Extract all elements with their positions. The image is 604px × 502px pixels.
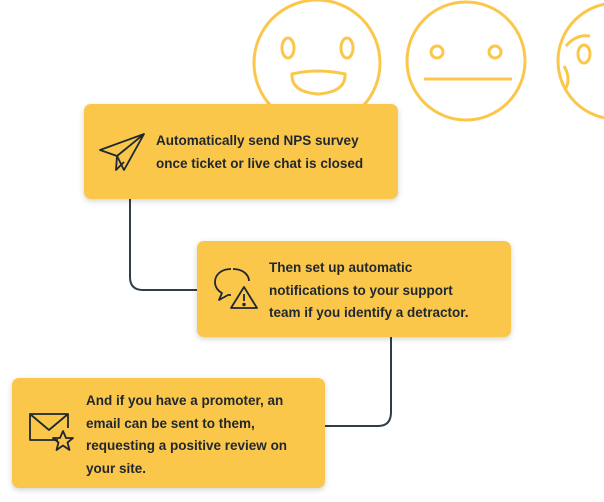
neutral-face-icon [405,0,527,122]
step-1-text: Automatically send NPS survey once ticke… [156,130,394,175]
paper-plane-icon [98,130,146,174]
step-card-3: And if you have a promoter, an email can… [12,378,325,488]
step-3-text: And if you have a promoter, an email can… [86,390,318,480]
sad-face-icon [556,2,604,120]
step-2-line: Then set up automatic [269,260,413,275]
step-2-line: team if you identify a detractor. [269,305,469,320]
step-2-line: notifications to your support [269,282,453,298]
step-card-2: Then set up automatic notifications to y… [197,241,511,337]
connector-2-3 [325,337,392,427]
step-3-line: requesting a positive review on [86,438,288,453]
step-1-line: once ticket or live chat is closed [156,155,364,171]
step-3-line: email can be sent to them, [86,415,255,431]
step-card-1: Automatically send NPS survey once ticke… [84,104,398,199]
connector-1-2 [129,199,197,291]
step-3-line: your site. [86,460,147,476]
step-1-line: Automatically send NPS survey [156,133,359,148]
envelope-star-icon [28,410,76,456]
chat-warning-icon [213,265,259,311]
step-3-line: And if you have a promoter, an [86,393,284,408]
step-2-text: Then set up automatic notifications to y… [269,257,507,325]
